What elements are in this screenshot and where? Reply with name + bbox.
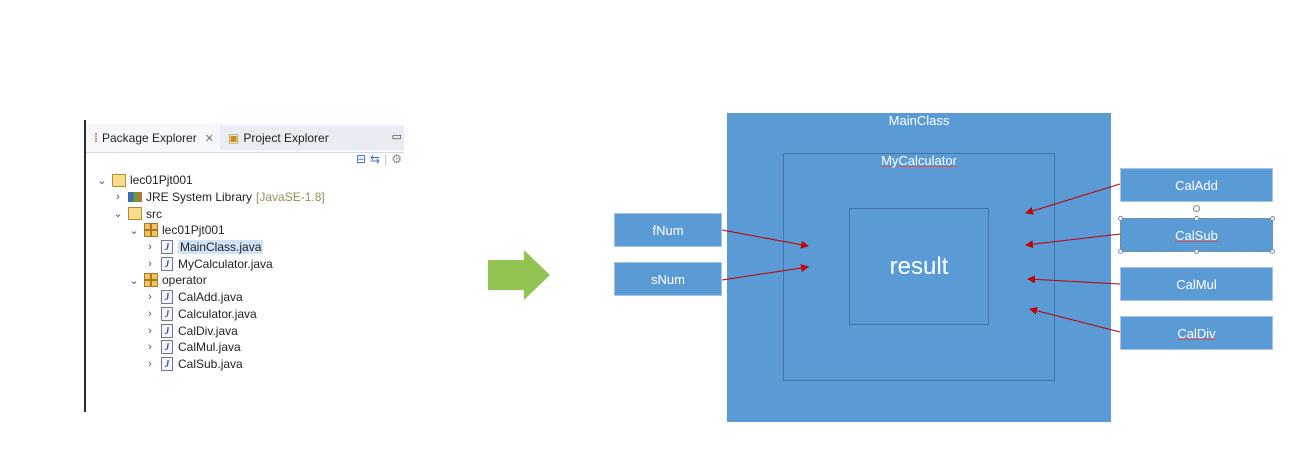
tree-item[interactable]: › JRE System Library[JavaSE-1.8] bbox=[86, 189, 404, 206]
project-explorer-icon: ▣ bbox=[228, 131, 240, 145]
caladd-box: CalAdd bbox=[1120, 168, 1273, 202]
java-file-icon: J bbox=[160, 340, 174, 355]
calmul-box: CalMul bbox=[1120, 267, 1273, 301]
link-with-editor-icon[interactable]: ⇆ bbox=[370, 152, 381, 166]
tree-item-label: JRE System Library bbox=[146, 190, 253, 205]
main-class-label: MainClass bbox=[888, 113, 950, 128]
tree-item[interactable]: › J CalMul.java bbox=[86, 339, 404, 356]
chevron-down-icon[interactable]: ⌄ bbox=[113, 208, 123, 221]
calmul-label: CalMul bbox=[1176, 276, 1217, 292]
right-arrow-icon bbox=[488, 250, 550, 300]
package-explorer-icon: ⁞ bbox=[94, 131, 98, 145]
tree-item-label: MainClass.java bbox=[178, 240, 264, 255]
tab-package-explorer-label: Package Explorer bbox=[102, 131, 197, 145]
tree-item[interactable]: ⌄ lec01Pjt001 bbox=[86, 222, 404, 239]
explorer-tab-bar: ⁞ Package Explorer ✕ ▣ Project Explorer … bbox=[86, 124, 404, 153]
view-menu-icon[interactable]: ⚙ bbox=[391, 152, 402, 166]
java-file-icon: J bbox=[160, 240, 174, 255]
package-explorer-panel: ⁞ Package Explorer ✕ ▣ Project Explorer … bbox=[84, 120, 404, 412]
selection-handle[interactable] bbox=[1194, 249, 1199, 254]
close-icon[interactable]: ✕ bbox=[204, 132, 214, 145]
selection-handle[interactable] bbox=[1194, 216, 1199, 221]
selection-handle[interactable] bbox=[1118, 216, 1123, 221]
chevron-right-icon[interactable]: › bbox=[148, 257, 152, 270]
chevron-down-icon[interactable]: ⌄ bbox=[129, 274, 139, 287]
tab-project-explorer[interactable]: ▣ Project Explorer bbox=[220, 126, 404, 150]
project-folder-icon bbox=[112, 173, 126, 187]
right-arrow-shape bbox=[488, 250, 550, 300]
selection-handle[interactable] bbox=[1118, 249, 1123, 254]
fnum-box: fNum bbox=[614, 213, 722, 247]
java-file-icon: J bbox=[160, 323, 174, 338]
tab-package-explorer[interactable]: ⁞ Package Explorer ✕ bbox=[94, 128, 214, 148]
chevron-right-icon[interactable]: › bbox=[148, 324, 152, 337]
tree-item[interactable]: › J MyCalculator.java bbox=[86, 255, 404, 272]
chevron-right-icon[interactable]: › bbox=[148, 357, 152, 370]
tree-item-label: MyCalculator.java bbox=[178, 256, 273, 271]
collapse-all-icon[interactable]: ⊟ bbox=[355, 152, 367, 166]
result-label: result bbox=[889, 253, 949, 280]
result-box: result bbox=[849, 208, 989, 325]
explorer-toolbar: ⊟ ⇆ | ⚙ bbox=[356, 152, 402, 166]
calsub-label: CalSub bbox=[1175, 227, 1218, 243]
tree-item[interactable]: ⌄ operator bbox=[86, 272, 404, 289]
project-tree: ⌄ lec01Pjt001 › JRE System Library[JavaSE-1… bbox=[86, 172, 404, 372]
chevron-right-icon[interactable]: › bbox=[148, 291, 152, 304]
chevron-right-icon[interactable]: › bbox=[148, 341, 152, 354]
library-icon bbox=[128, 191, 142, 204]
rotate-handle[interactable] bbox=[1193, 205, 1200, 212]
snum-label: sNum bbox=[651, 271, 685, 287]
my-calculator-text: MyCalculator bbox=[881, 153, 957, 168]
tree-item-label: src bbox=[146, 206, 162, 221]
tree-item-label: CalDiv.java bbox=[178, 323, 238, 338]
tree-item-label: operator bbox=[162, 273, 207, 288]
tree-item-label: lec01Pjt001 bbox=[162, 223, 225, 238]
tree-item-label: lec01Pjt001 bbox=[130, 173, 193, 188]
tree-item[interactable]: › J MainClass.java bbox=[86, 239, 404, 256]
tree-item-label: CalMul.java bbox=[178, 340, 241, 355]
caladd-label: CalAdd bbox=[1175, 177, 1218, 193]
tree-item[interactable]: › J CalDiv.java bbox=[86, 322, 404, 339]
tree-item[interactable]: ⌄ lec01Pjt001 bbox=[86, 172, 404, 189]
tree-item[interactable]: › J CalSub.java bbox=[86, 356, 404, 373]
fnum-label: fNum bbox=[652, 222, 684, 238]
selection-handle[interactable] bbox=[1270, 249, 1275, 254]
tree-item[interactable]: › J CalAdd.java bbox=[86, 289, 404, 306]
java-file-icon: J bbox=[160, 290, 174, 305]
chevron-down-icon[interactable]: ⌄ bbox=[97, 174, 107, 187]
java-interface-icon: J bbox=[160, 306, 174, 321]
tree-item-label: CalSub.java bbox=[178, 356, 243, 371]
tree-item[interactable]: › J Calculator.java bbox=[86, 306, 404, 323]
chevron-down-icon[interactable]: ⌄ bbox=[129, 224, 139, 237]
source-folder-icon bbox=[128, 207, 142, 221]
tab-project-explorer-label: Project Explorer bbox=[243, 131, 329, 145]
chevron-right-icon[interactable]: › bbox=[148, 241, 152, 254]
toolbar-divider: | bbox=[384, 152, 388, 166]
selection-handle[interactable] bbox=[1270, 216, 1275, 221]
tree-item-label: Calculator.java bbox=[178, 306, 257, 321]
chevron-right-icon[interactable]: › bbox=[116, 191, 120, 204]
package-icon bbox=[144, 273, 158, 288]
java-file-icon: J bbox=[160, 356, 174, 371]
tree-item-suffix: [JavaSE-1.8] bbox=[256, 190, 325, 205]
caldiv-box: CalDiv bbox=[1120, 316, 1273, 350]
minimize-icon[interactable]: ▭ bbox=[391, 131, 402, 143]
chevron-right-icon[interactable]: › bbox=[148, 307, 152, 320]
package-icon bbox=[144, 223, 158, 238]
tree-item[interactable]: ⌄ src bbox=[86, 205, 404, 222]
tree-item-label: CalAdd.java bbox=[178, 290, 243, 305]
java-file-icon: J bbox=[160, 256, 174, 271]
caldiv-label: CalDiv bbox=[1177, 325, 1216, 341]
calsub-box[interactable]: CalSub bbox=[1120, 218, 1273, 252]
my-calculator-label: MyCalculator bbox=[784, 153, 1054, 168]
snum-box: sNum bbox=[614, 262, 722, 296]
